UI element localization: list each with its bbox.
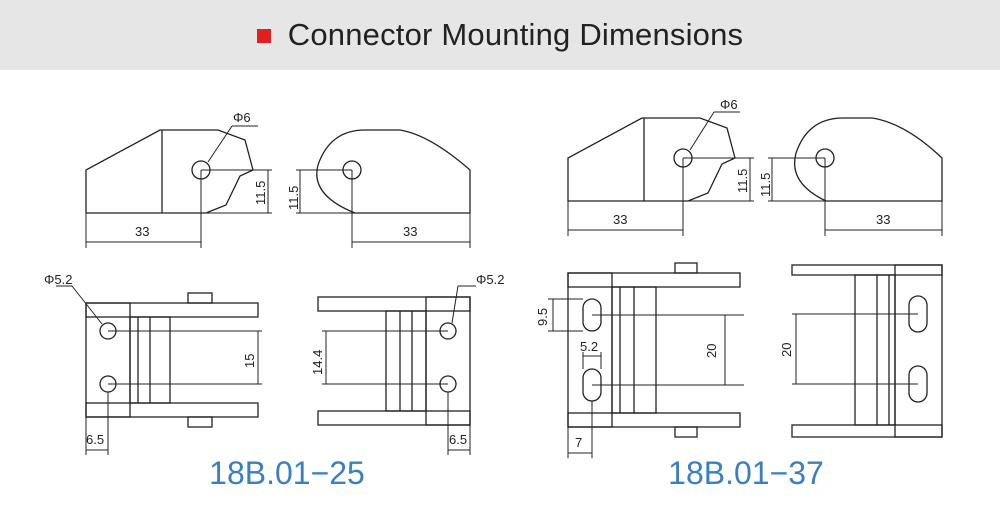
hole-dia-label: Φ5.2	[44, 272, 72, 287]
model-caption-25: 18B.01−25	[209, 455, 365, 491]
height-label: 11.5	[286, 186, 301, 210]
length-label: 33	[403, 224, 417, 239]
side-view-37a	[567, 111, 754, 236]
top-view-25a	[56, 285, 262, 455]
side-view-25a	[85, 125, 272, 248]
offset-label: 6.5	[449, 432, 467, 447]
height-label: 11.5	[758, 173, 773, 197]
top-view-37b	[791, 264, 943, 438]
model-caption-37: 18B.01−37	[668, 455, 824, 491]
top-view-37a	[548, 262, 744, 458]
spacing-label: 20	[704, 344, 719, 358]
header-banner	[0, 0, 1000, 70]
length-label: 33	[135, 224, 149, 239]
length-label: 33	[613, 212, 627, 227]
spacing-label: 14.4	[310, 350, 325, 375]
side-view-25b	[296, 129, 471, 248]
slot-width-label: 5.2	[580, 339, 598, 354]
offset-label: 7	[575, 435, 582, 450]
header: Connector Mounting Dimensions	[0, 0, 1000, 70]
slot-height-label: 9.5	[535, 308, 550, 326]
top-view-25b	[317, 285, 476, 455]
hole-dia-label: Φ5.2	[476, 272, 504, 287]
offset-label: 6.5	[86, 432, 104, 447]
spacing-label: 20	[779, 343, 794, 357]
page-title: Connector Mounting Dimensions	[287, 17, 744, 52]
hole-dia-label: Φ6	[720, 97, 738, 112]
hole-dia-label: Φ6	[233, 110, 251, 125]
red-square-icon	[256, 28, 271, 43]
spacing-label: 15	[242, 354, 257, 368]
length-label: 33	[876, 212, 890, 227]
side-view-37b	[768, 117, 943, 236]
height-label: 11.5	[735, 169, 750, 193]
height-label: 11.5	[253, 181, 268, 205]
